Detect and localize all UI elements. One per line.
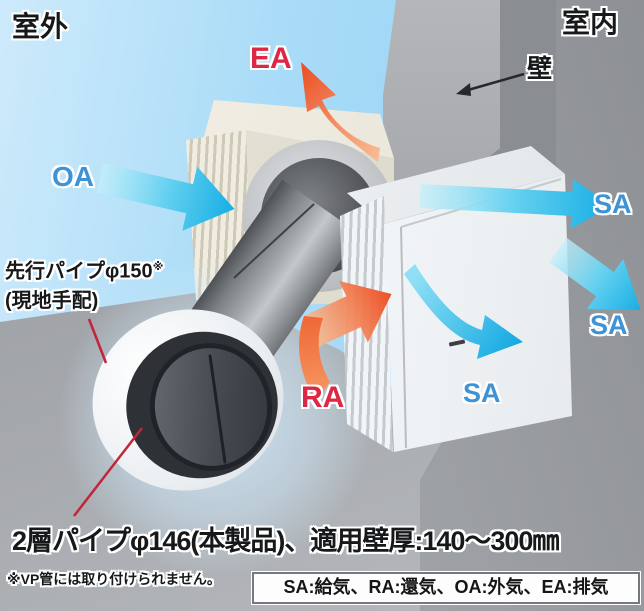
pre-pipe-note-line2: (現地手配) xyxy=(5,289,99,312)
indoor-label: 室内 xyxy=(562,7,619,38)
wall-pointer-line xyxy=(467,72,525,92)
pre-pipe-pointer-line xyxy=(87,318,108,364)
sa-label-front: SA xyxy=(463,378,501,408)
ra-arrow-head xyxy=(302,280,392,348)
unit-panel-seam-vertical xyxy=(400,226,407,449)
pre-pipe-note-line1: 先行パイプφ150 xyxy=(5,260,153,283)
ra-label: RA xyxy=(301,381,345,414)
vp-warning-text: ※VP管には取り付けられません。 xyxy=(7,571,221,587)
ea-arrow xyxy=(301,62,380,162)
pre-pipe-ref-mark: ※ xyxy=(152,261,164,273)
sa-arrow-right xyxy=(549,237,641,310)
product-pipe-pointer-line xyxy=(73,427,143,517)
wall-label: 壁 xyxy=(527,55,553,83)
product-spec-text: 2層パイプφ146(本製品)、適用壁厚:140〜300㎜ xyxy=(12,526,559,556)
sa-arrow-top xyxy=(419,178,612,229)
wall-pointer-arrowhead xyxy=(456,83,471,96)
sa-label-right: SA xyxy=(590,310,628,340)
outdoor-label: 室外 xyxy=(12,11,69,42)
pipe-bore-seam xyxy=(233,203,315,279)
sa-arrow-front xyxy=(404,264,523,359)
ra-arrow-tail xyxy=(299,316,330,402)
oa-arrow xyxy=(96,163,235,231)
ea-label: EA xyxy=(250,42,292,75)
sa-label-top: SA xyxy=(594,189,632,219)
airflow-legend-box: SA:給気、RA:還気、OA:外気、EA:排気 xyxy=(252,572,640,604)
pre-pipe-note: 先行パイプφ150※ (現地手配) xyxy=(5,253,163,316)
oa-label: OA xyxy=(52,161,94,192)
